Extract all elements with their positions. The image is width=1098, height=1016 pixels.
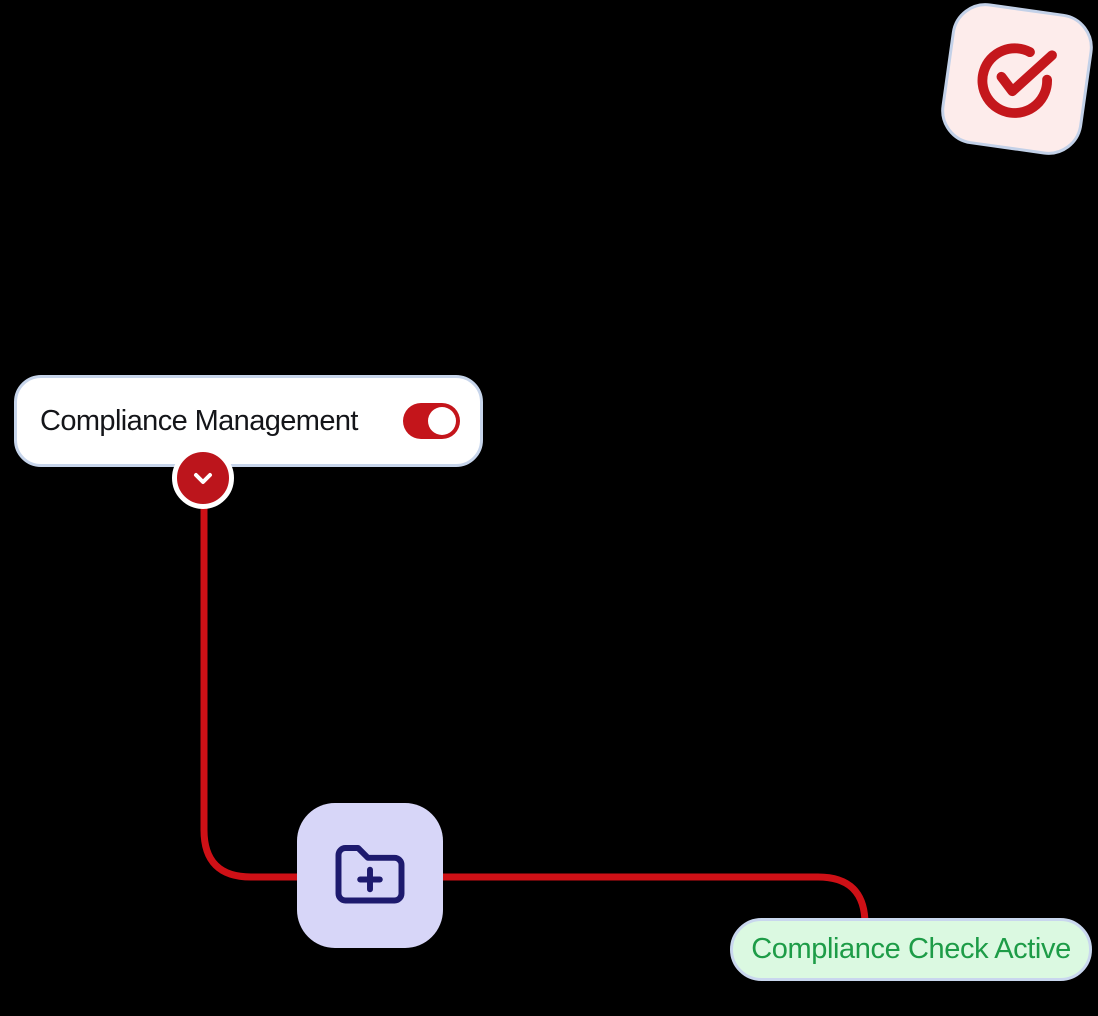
status-pill: Compliance Check Active xyxy=(730,918,1092,981)
compliance-badge xyxy=(936,0,1098,160)
compliance-management-card: Compliance Management xyxy=(14,375,483,467)
status-pill-label: Compliance Check Active xyxy=(751,933,1071,965)
folder-plus-icon xyxy=(328,834,412,918)
compliance-management-label: Compliance Management xyxy=(40,404,358,437)
circle-check-icon xyxy=(962,24,1073,135)
folder-node[interactable] xyxy=(297,803,443,948)
chevron-down-icon xyxy=(188,463,218,493)
expand-button[interactable] xyxy=(172,447,234,509)
toggle-knob xyxy=(428,407,456,435)
compliance-toggle[interactable] xyxy=(403,403,460,439)
